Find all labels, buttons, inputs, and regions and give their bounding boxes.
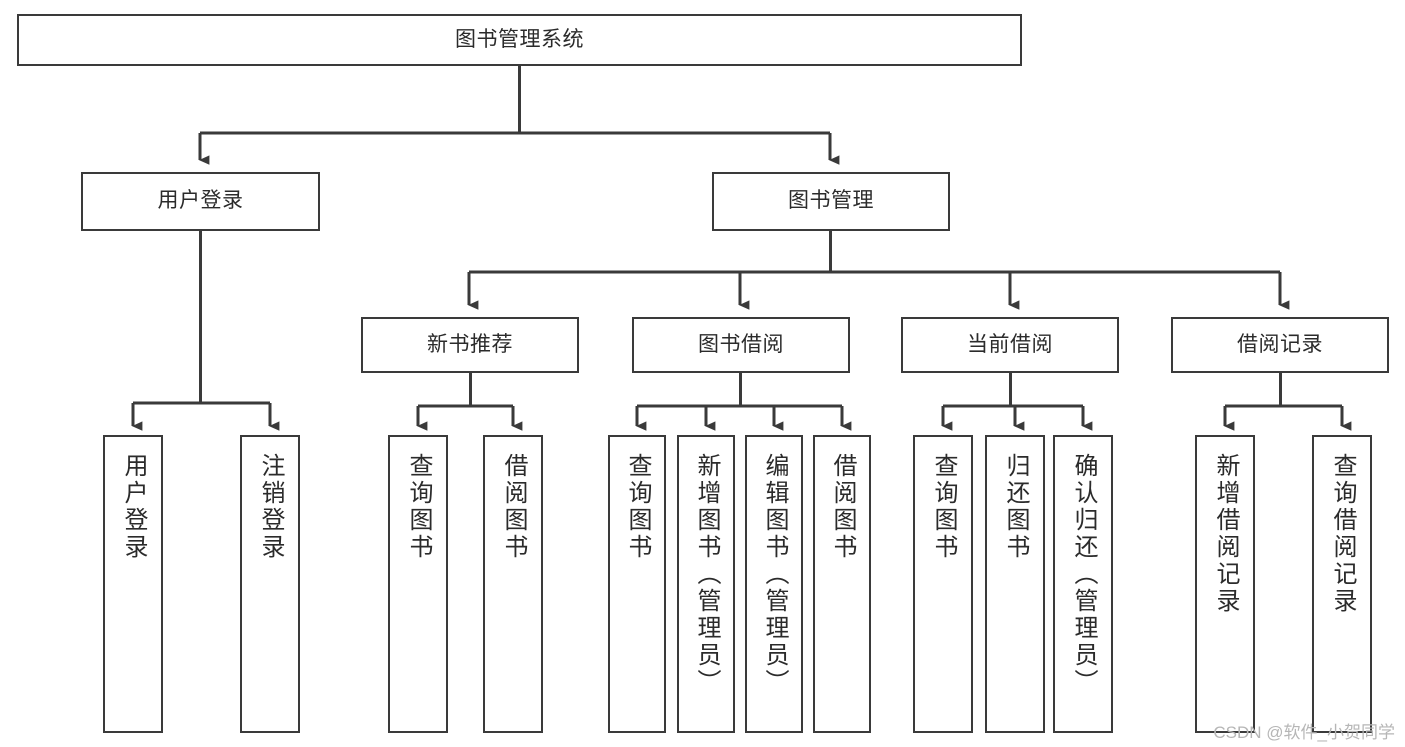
node-leaf-borrow-book-1[interactable]: 借阅图书 (483, 435, 543, 733)
node-book-manage-label: 图书管理 (788, 189, 874, 213)
node-borrow-record-label: 借阅记录 (1237, 332, 1323, 356)
node-book-manage[interactable]: 图书管理 (712, 172, 950, 231)
node-leaf-confirm-return-label: 确认归还（管理员） (1070, 453, 1097, 696)
node-leaf-borrow-book-2[interactable]: 借阅图书 (813, 435, 871, 733)
node-leaf-logout[interactable]: 注销登录 (240, 435, 300, 733)
node-user-login-label: 用户登录 (157, 189, 244, 213)
node-current-borrow[interactable]: 当前借阅 (901, 317, 1119, 373)
node-leaf-borrow-book-1-label: 借阅图书 (500, 453, 527, 561)
node-new-book-recommend[interactable]: 新书推荐 (361, 317, 579, 373)
node-leaf-add-record-label: 新增借阅记录 (1212, 453, 1239, 615)
node-leaf-query-record[interactable]: 查询借阅记录 (1312, 435, 1372, 733)
node-leaf-query-book-2[interactable]: 查询图书 (608, 435, 666, 733)
node-user-login[interactable]: 用户登录 (81, 172, 320, 231)
node-leaf-edit-book-label: 编辑图书（管理员） (761, 453, 788, 696)
node-leaf-return-book-label: 归还图书 (1002, 453, 1029, 561)
node-leaf-query-book-1[interactable]: 查询图书 (388, 435, 448, 733)
node-leaf-query-book-3-label: 查询图书 (930, 453, 957, 561)
node-leaf-query-book-1-label: 查询图书 (405, 453, 432, 561)
node-leaf-query-book-2-label: 查询图书 (624, 453, 651, 561)
node-leaf-return-book[interactable]: 归还图书 (985, 435, 1045, 733)
node-leaf-confirm-return[interactable]: 确认归还（管理员） (1053, 435, 1113, 733)
node-leaf-borrow-book-2-label: 借阅图书 (829, 453, 856, 561)
node-new-book-recommend-label: 新书推荐 (427, 332, 513, 356)
node-leaf-query-book-3[interactable]: 查询图书 (913, 435, 973, 733)
node-leaf-user-login-label: 用户登录 (120, 453, 147, 561)
node-leaf-logout-label: 注销登录 (257, 453, 284, 561)
node-root-label: 图书管理系统 (455, 27, 584, 51)
node-leaf-add-book-label: 新增图书（管理员） (693, 453, 720, 696)
node-leaf-add-record[interactable]: 新增借阅记录 (1195, 435, 1255, 733)
node-book-borrow[interactable]: 图书借阅 (632, 317, 850, 373)
node-leaf-query-record-label: 查询借阅记录 (1329, 453, 1356, 615)
node-leaf-user-login[interactable]: 用户登录 (103, 435, 163, 733)
node-borrow-record[interactable]: 借阅记录 (1171, 317, 1389, 373)
node-leaf-edit-book[interactable]: 编辑图书（管理员） (745, 435, 803, 733)
node-book-borrow-label: 图书借阅 (698, 332, 784, 356)
node-leaf-add-book[interactable]: 新增图书（管理员） (677, 435, 735, 733)
node-root[interactable]: 图书管理系统 (17, 14, 1022, 66)
node-current-borrow-label: 当前借阅 (967, 332, 1053, 356)
